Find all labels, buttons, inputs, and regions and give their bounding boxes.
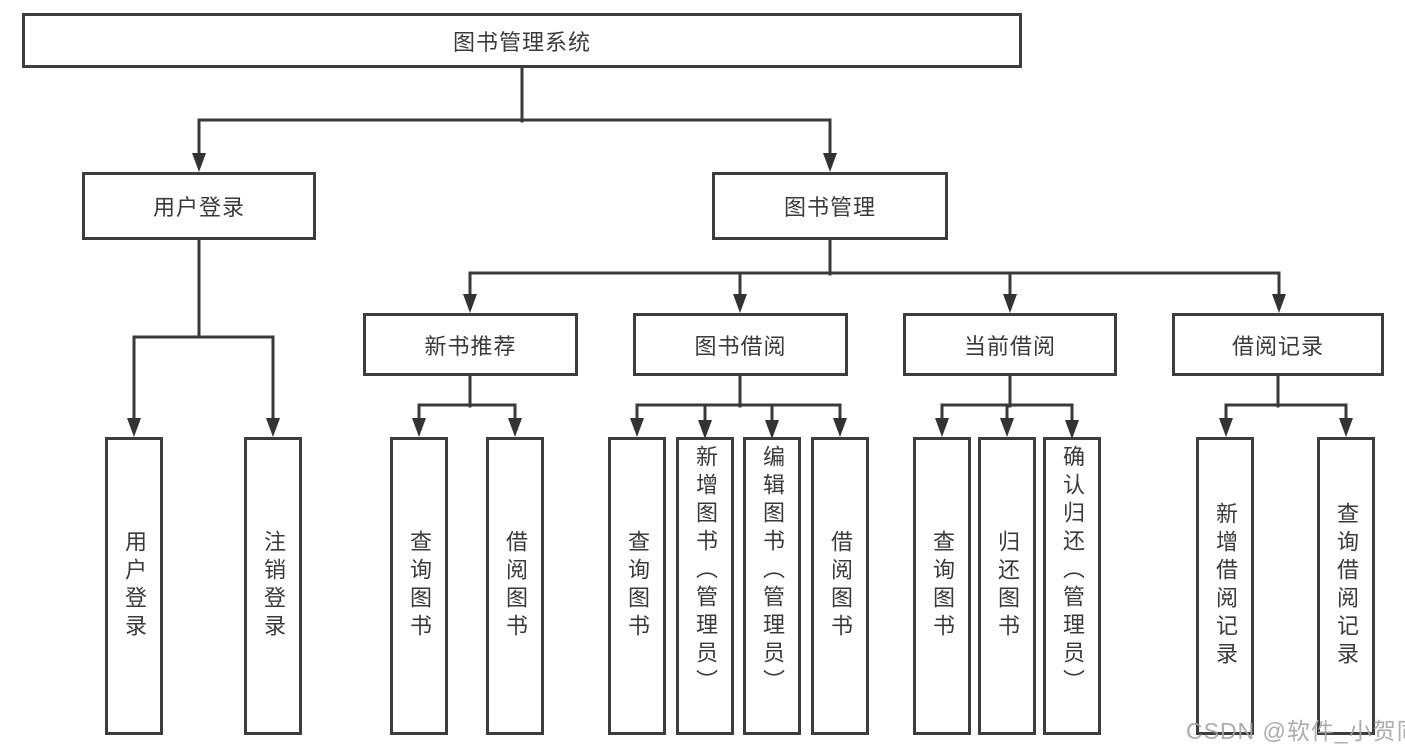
node-borrowing-records: 借阅记录 [1172, 313, 1384, 376]
node-label: 编辑图书（管理员） [760, 445, 785, 697]
node-label: 新增借阅记录 [1213, 502, 1238, 670]
node-cb-return-books: 归还图书 [978, 437, 1036, 735]
node-label: 借阅图书 [828, 530, 853, 642]
node-label: 新增图书（管理员） [693, 445, 718, 697]
node-cb-confirm-return: 确认归还（管理员） [1043, 437, 1101, 735]
node-current-borrowing: 当前借阅 [903, 313, 1117, 376]
node-label: 归还图书 [995, 530, 1020, 642]
node-label: 当前借阅 [963, 333, 1056, 359]
node-new-book-recommend: 新书推荐 [363, 313, 578, 376]
node-label: 图书借阅 [694, 333, 787, 359]
csdn-watermark: CSDN @软件_小贺同学 [1186, 718, 1405, 744]
node-label: 查询借阅记录 [1334, 502, 1359, 670]
node-bb-add-books: 新增图书（管理员） [676, 437, 734, 735]
node-user-login: 用户登录 [82, 172, 316, 240]
node-label: 用户登录 [122, 530, 147, 642]
node-book-management: 图书管理 [712, 172, 948, 240]
node-bb-query-books: 查询图书 [608, 437, 666, 735]
node-label: 新书推荐 [424, 333, 517, 359]
node-rec-query-books: 查询图书 [390, 437, 448, 735]
node-rec-borrow-books: 借阅图书 [486, 437, 544, 735]
node-add-borrow-record: 新增借阅记录 [1196, 437, 1254, 735]
node-label: 查询图书 [407, 530, 432, 642]
node-logout: 注销登录 [244, 437, 302, 735]
node-label: 确认归还（管理员） [1060, 445, 1085, 697]
node-label: 借阅图书 [503, 530, 528, 642]
node-label: 用户登录 [152, 195, 245, 220]
node-cb-query-books: 查询图书 [913, 437, 971, 735]
node-label: 借阅记录 [1231, 333, 1324, 359]
node-label: 查询图书 [625, 530, 650, 642]
node-bb-borrow-books: 借阅图书 [811, 437, 869, 735]
node-label: 图书管理系统 [452, 29, 591, 55]
node-login: 用户登录 [105, 437, 163, 735]
node-label: 注销登录 [261, 530, 286, 642]
node-label: 图书管理 [783, 195, 876, 220]
node-book-borrowing: 图书借阅 [633, 313, 848, 376]
node-library-system: 图书管理系统 [22, 13, 1022, 68]
node-query-borrow-record: 查询借阅记录 [1317, 437, 1375, 735]
node-bb-edit-books: 编辑图书（管理员） [743, 437, 801, 735]
node-label: 查询图书 [930, 530, 955, 642]
